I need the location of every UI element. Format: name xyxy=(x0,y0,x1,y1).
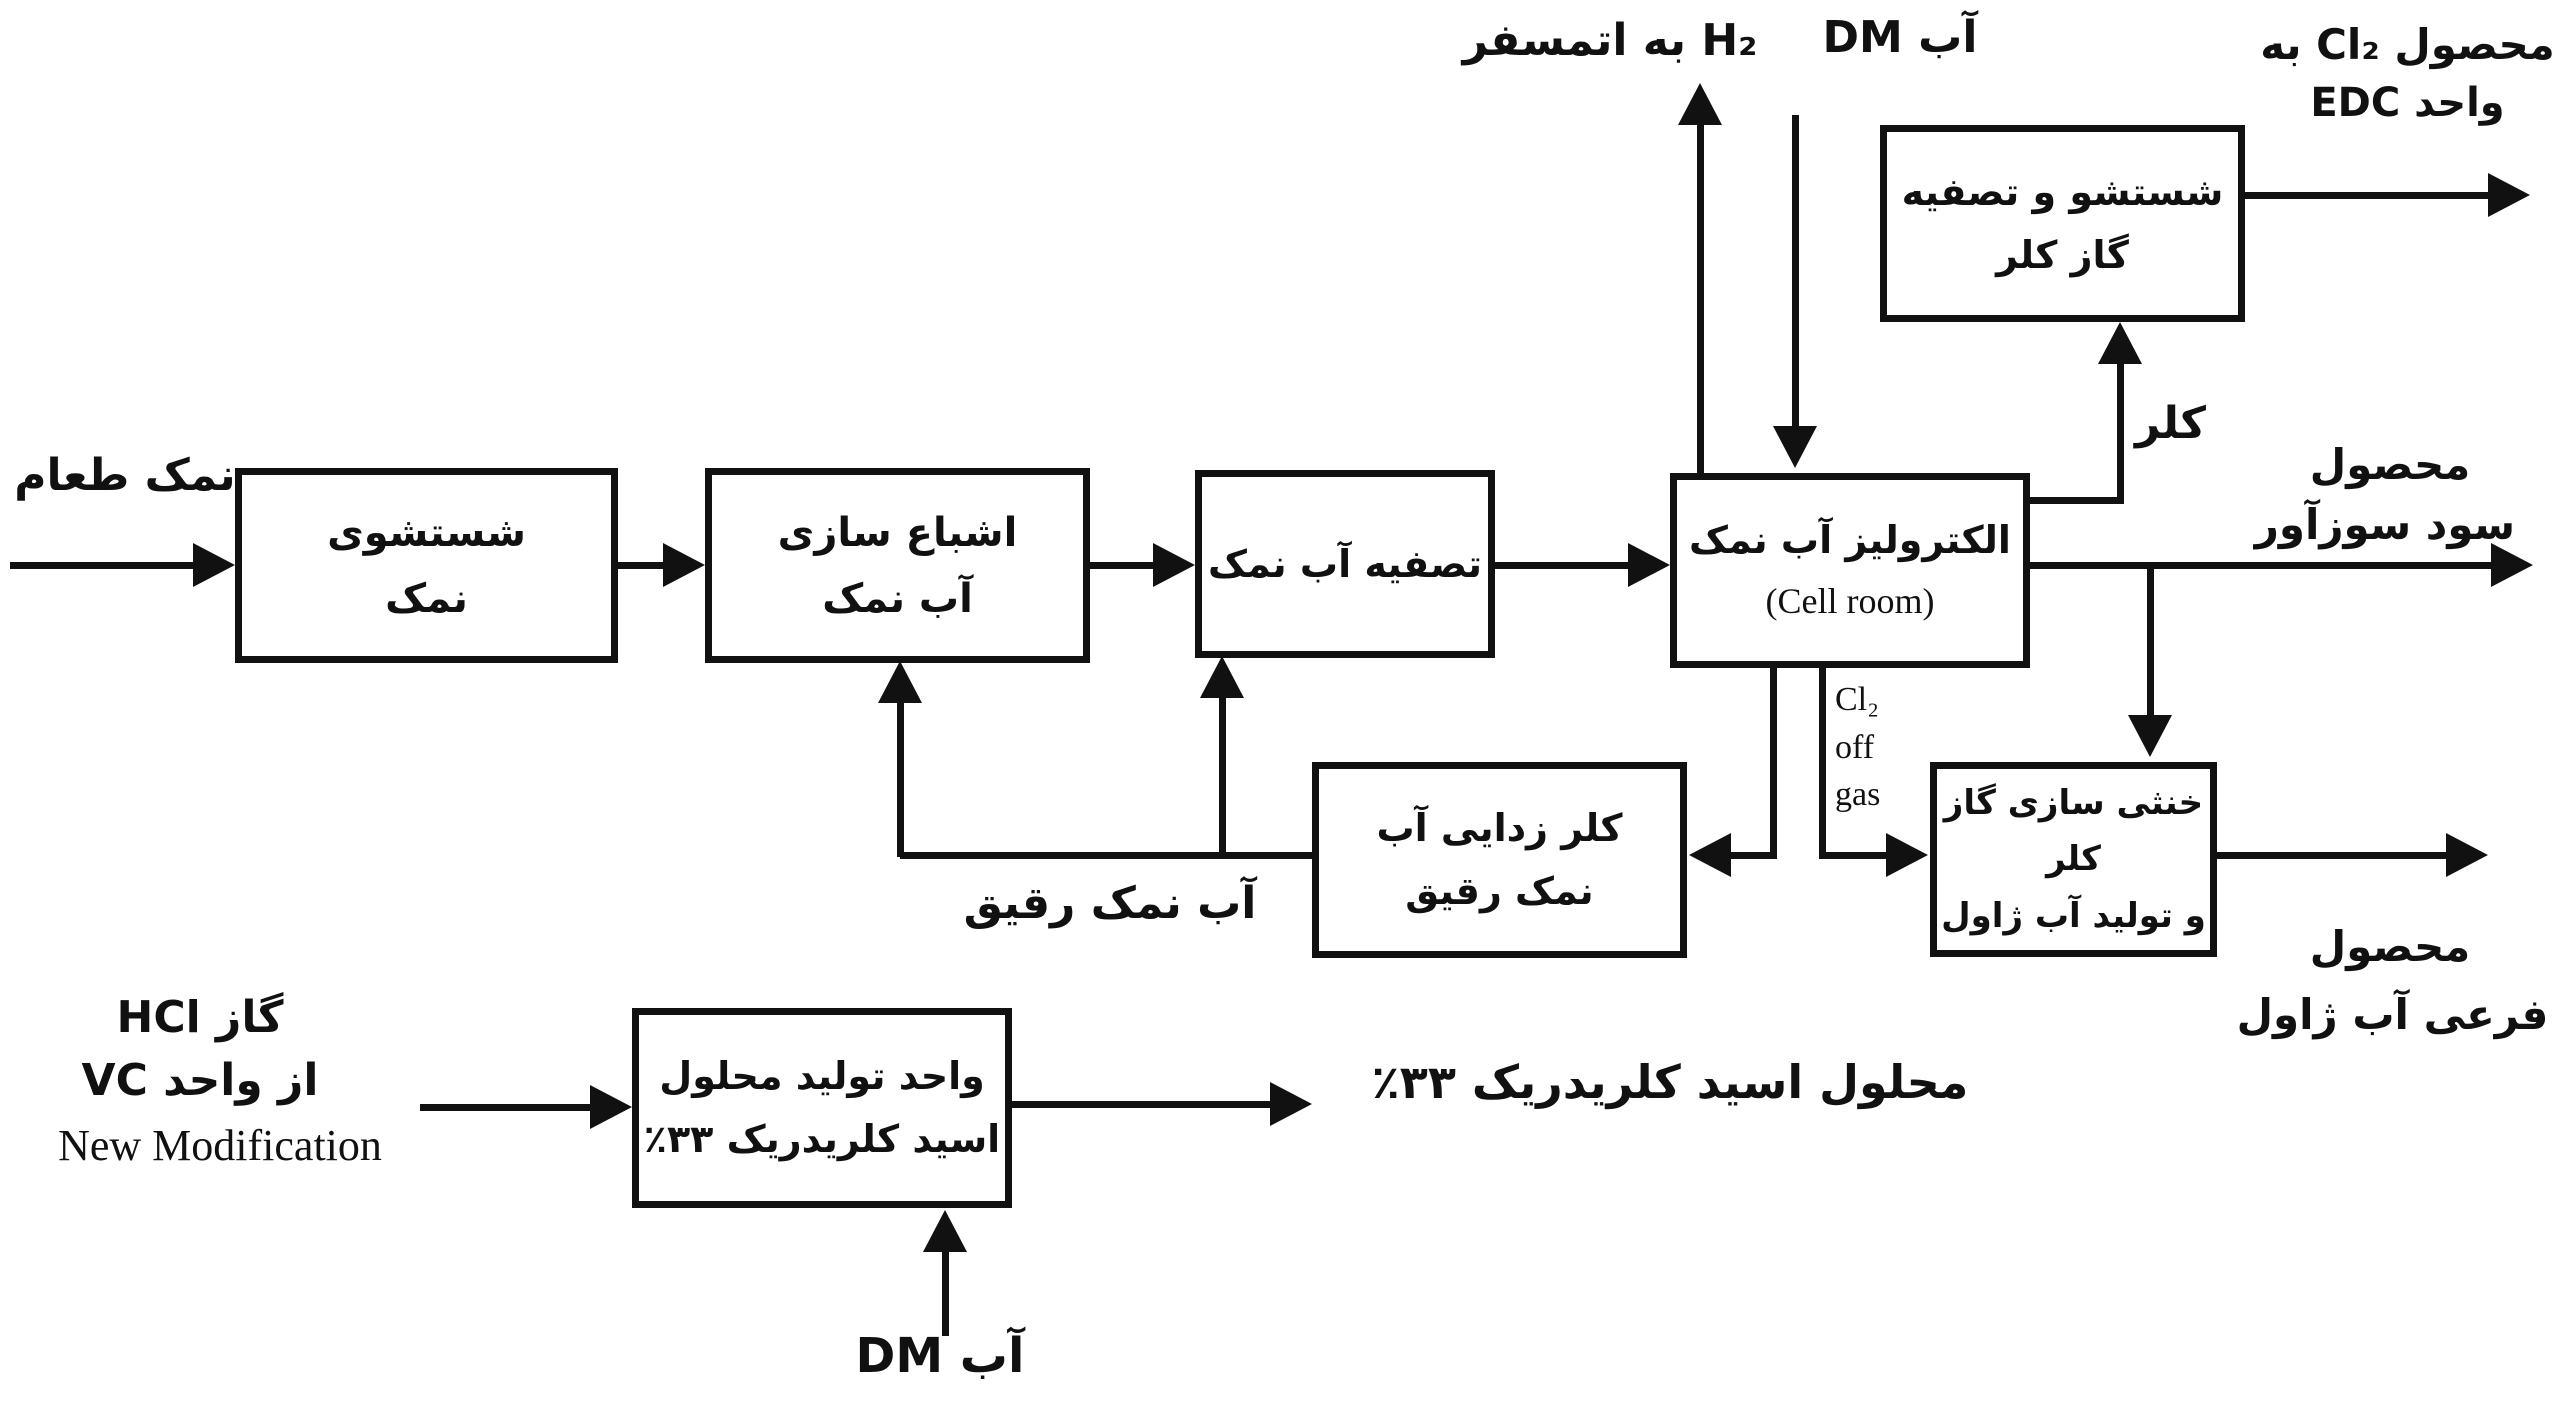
arrowhead-saturation-to-purification-icon xyxy=(1153,543,1195,587)
label-cl2-product-line1: محصول Cl₂ به xyxy=(2260,20,2555,69)
arrowhead-recycle-into-purification-icon xyxy=(1200,656,1244,698)
label-hcl-solution-output: محلول اسید کلریدریک ۳۳٪ xyxy=(1371,1055,1969,1109)
label-hcl-gas-line1: گاز HCl xyxy=(116,992,284,1043)
box-chlorine-gas-washing-line2: گاز کلر xyxy=(1996,232,2129,277)
box-chlorine-gas-washing-line1: شستشو و تصفیه xyxy=(1901,169,2224,214)
arrowhead-caustic-output-icon xyxy=(2491,543,2533,587)
arrowhead-into-neutralization-top-icon xyxy=(2128,715,2172,757)
box-chlorine-neutralization: خنثی سازی گاز کلر و تولید آب ژاول xyxy=(1930,762,2217,957)
label-cl2-off-gas-line3: gas xyxy=(1835,776,1881,814)
label-hcl-gas-line2: از واحد VC xyxy=(81,1055,319,1106)
flow-line-offgas-h xyxy=(1822,852,1890,859)
box-brine-saturation-line1: اشباع سازی xyxy=(777,509,1018,556)
label-dm-water-bottom: آب DM xyxy=(855,1328,1025,1384)
arrowhead-salt-input-icon xyxy=(193,543,235,587)
flow-line-dm-water-bottom xyxy=(942,1248,949,1336)
arrowhead-chlorine-into-wash-icon xyxy=(2098,322,2142,364)
label-caustic-product-line2: سود سوزآور xyxy=(2254,500,2515,549)
box-chlorine-neutralization-line2: و تولید آب ژاول xyxy=(1941,895,2206,936)
label-dm-water-top: آب DM xyxy=(1822,12,1978,63)
box-hcl-solution-unit-line1: واحد تولید محلول xyxy=(659,1054,985,1099)
flow-line-hcl-input xyxy=(420,1104,592,1111)
flow-line-salt-input xyxy=(10,562,200,569)
flow-line-brine-recycle-h xyxy=(900,852,1315,859)
arrowhead-purification-to-electrolysis-icon xyxy=(1628,543,1670,587)
box-salt-washing: شستشوی نمک xyxy=(235,468,618,663)
box-electrolysis-cell-room: الکترولیز آب نمک (Cell room) xyxy=(1670,473,2030,668)
arrowhead-wash-to-saturation-icon xyxy=(663,543,705,587)
arrowhead-javel-output-icon xyxy=(2446,833,2488,877)
box-salt-washing-line1: شستشوی xyxy=(327,509,526,556)
flow-line-dm-water-top xyxy=(1792,115,1799,430)
box-chlorine-neutralization-line1: خنثی سازی گاز کلر xyxy=(1943,783,2204,880)
arrowhead-into-dechlorination-icon xyxy=(1689,833,1731,877)
flow-line-branch-to-neutralization xyxy=(2147,565,2154,717)
box-brine-saturation-line2: آب نمک xyxy=(822,575,973,622)
flow-line-javel-output xyxy=(2217,852,2449,859)
flow-line-purification-to-electrolysis xyxy=(1495,562,1635,569)
label-h2-to-atmosphere: H₂ به اتمسفر xyxy=(1462,15,1758,66)
label-table-salt: نمک طعام xyxy=(14,450,236,501)
flow-line-saturation-to-purification xyxy=(1090,562,1160,569)
flow-line-recycle-riser-purification xyxy=(1219,696,1226,857)
box-hcl-solution-unit: واحد تولید محلول اسید کلریدریک ۳۳٪ xyxy=(632,1008,1012,1208)
arrowhead-dm-water-top-icon xyxy=(1773,426,1817,468)
box-electrolysis-line2: (Cell room) xyxy=(1765,581,1935,622)
box-brine-saturation: اشباع سازی آب نمک xyxy=(705,468,1090,663)
label-javel-byproduct-line2: فرعی آب ژاول xyxy=(2236,990,2549,1039)
box-electrolysis-line1: الکترولیز آب نمک xyxy=(1689,518,2011,563)
arrowhead-hcl-output-icon xyxy=(1270,1082,1312,1126)
label-cl2-off-gas-line2: off xyxy=(1835,728,1875,766)
box-brine-purification: تصفیه آب نمک xyxy=(1195,470,1495,658)
flow-line-wash-to-saturation xyxy=(618,562,670,569)
label-caustic-product-line1: محصول xyxy=(2309,440,2471,489)
flow-line-cell-to-dechlor-h xyxy=(1729,852,1777,859)
box-brine-dechlorination: کلر زدایی آب نمک رقیق xyxy=(1312,762,1687,958)
arrowhead-cl2-to-edc-icon xyxy=(2488,173,2530,217)
arrowhead-dm-water-bottom-icon xyxy=(923,1210,967,1252)
arrowhead-recycle-into-saturation-icon xyxy=(878,661,922,703)
flow-line-cl2-to-edc xyxy=(2245,192,2493,199)
flow-line-h2-vent xyxy=(1697,122,1704,473)
flow-line-caustic-output xyxy=(2030,562,2495,569)
flow-line-recycle-riser-saturation xyxy=(897,700,904,857)
label-cl2-off-gas-line1: Cl₂ xyxy=(1835,681,1879,718)
box-brine-purification-line1: تصفیه آب نمک xyxy=(1208,541,1482,586)
flow-line-hcl-output xyxy=(1012,1101,1272,1108)
arrowhead-offgas-into-neutralization-icon xyxy=(1886,833,1928,877)
flow-line-cell-to-dechlor-v xyxy=(1770,668,1777,859)
arrowhead-hcl-input-icon xyxy=(590,1085,632,1129)
flow-line-offgas-v xyxy=(1819,668,1826,859)
box-hcl-solution-unit-line2: اسید کلریدریک ۳۳٪ xyxy=(643,1117,1001,1161)
arrowhead-h2-vent-icon xyxy=(1678,83,1722,125)
box-salt-washing-line2: نمک xyxy=(385,575,468,622)
label-dilute-brine: آب نمک رقیق xyxy=(963,878,1257,929)
label-javel-byproduct-line1: محصول xyxy=(2309,922,2471,971)
flow-line-chlorine-riser xyxy=(2117,360,2124,502)
label-chlorine: کلر xyxy=(2135,398,2206,449)
label-new-modification: New Modification xyxy=(58,1121,382,1170)
label-cl2-off-gas: Cl₂ off gas xyxy=(1835,676,1935,819)
flow-line-chlorine-stub xyxy=(2030,497,2124,504)
label-cl2-product-line2: واحد EDC xyxy=(2310,80,2505,126)
box-chlorine-gas-washing: شستشو و تصفیه گاز کلر xyxy=(1880,125,2245,322)
box-brine-dechlorination-line1: کلر زدایی آب xyxy=(1376,806,1623,851)
box-brine-dechlorination-line2: نمک رقیق xyxy=(1405,869,1594,913)
